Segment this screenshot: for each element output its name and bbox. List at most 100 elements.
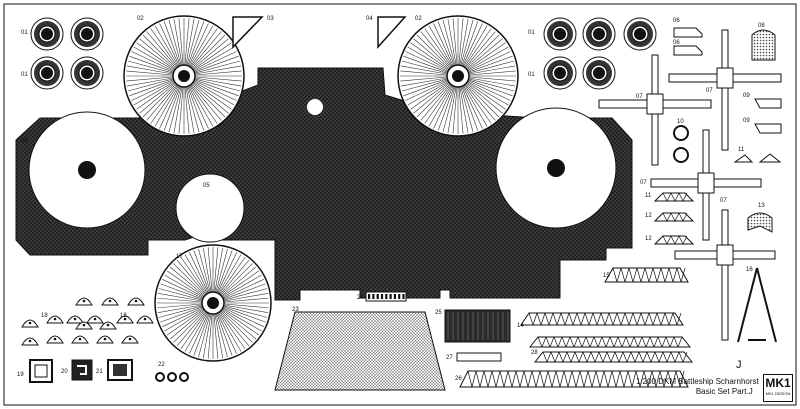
wheel-spoke: [413, 38, 451, 70]
truss-brace: [547, 370, 553, 388]
wheel-spoke: [192, 79, 237, 101]
truss-brace: [652, 312, 658, 326]
wheel-spoke: [158, 288, 204, 301]
truss-brace: [602, 351, 608, 363]
small-part-hole: [123, 317, 127, 321]
yard-parts-07: [598, 29, 782, 341]
truss-brace: [578, 351, 584, 363]
part-20-detail: [77, 365, 87, 375]
wheel-spoke: [168, 85, 182, 133]
truss-brace: [656, 312, 662, 326]
wheel-spoke: [464, 83, 496, 121]
small-part-hole: [106, 323, 110, 327]
small-part-hole: [143, 317, 147, 321]
truss-brace: [660, 312, 666, 326]
truss-brace: [645, 336, 651, 348]
wheel-spoke: [428, 25, 454, 68]
small-part-11a: [733, 154, 754, 163]
fret-border: [3, 3, 797, 406]
tooth: [368, 294, 371, 299]
wheel-spoke: [190, 34, 226, 70]
wheel-spoke: [160, 306, 204, 323]
wheel-spoke: [146, 31, 178, 69]
wheel-spoke: [158, 305, 204, 318]
truss-brace: [523, 370, 529, 388]
part-label: 15: [603, 273, 610, 279]
truss-brace: [467, 370, 473, 388]
wheel-spoke: [464, 82, 500, 118]
wheel-spoke: [400, 70, 449, 76]
truss-brace: [566, 351, 572, 363]
wheel-spoke: [126, 76, 175, 82]
wheel-spoke: [216, 311, 237, 354]
truss-brace: [671, 370, 677, 388]
grating-part-23: [274, 311, 446, 391]
wheel-spoke: [460, 19, 474, 67]
wheel-spoke: [187, 21, 205, 67]
wheel-spoke: [193, 250, 210, 294]
wheel-spoke: [169, 266, 206, 297]
truss-brace: [582, 351, 588, 363]
small-part-hole: [53, 317, 57, 321]
truss-brace: [678, 212, 684, 222]
wheel-spoke: [188, 84, 214, 127]
part-label: 10: [677, 119, 684, 125]
deck-opening-center: [175, 173, 245, 243]
truss-brace: [612, 267, 618, 283]
wheel-spoke: [401, 60, 449, 74]
truss-brace: [539, 370, 545, 388]
yard-hub: [646, 93, 664, 115]
wheel-spoke: [213, 312, 219, 359]
truss-brace: [653, 336, 659, 348]
truss-brace: [537, 336, 543, 348]
wheel-spoke: [219, 263, 253, 297]
wheel-spoke: [129, 79, 175, 97]
wheel-spoke: [464, 34, 500, 70]
truss-brace: [603, 370, 609, 388]
wheel-spoke: [166, 308, 205, 336]
part-label: 02: [415, 16, 422, 22]
wheel-spoke: [467, 77, 516, 87]
truss-frame: [653, 235, 695, 245]
wheel-spoke: [126, 65, 175, 75]
grating-part-25: [444, 309, 511, 343]
truss-brace: [654, 351, 660, 363]
wheel-spoke: [163, 21, 181, 67]
truss-brace: [595, 370, 601, 388]
wheel-spoke: [163, 85, 181, 131]
wheel-spoke: [466, 79, 511, 101]
wheel-spoke: [219, 259, 250, 296]
wheel-spoke: [221, 270, 260, 298]
wheel-spoke: [150, 84, 179, 124]
part-letter: J: [736, 359, 742, 371]
wheel-spoke: [437, 85, 455, 131]
part-label: 07: [640, 180, 647, 186]
wheel-spoke: [154, 25, 180, 68]
small-part-hole: [28, 321, 32, 325]
truss-brace: [620, 267, 626, 283]
wheel-spoke: [463, 28, 492, 68]
truss-brace: [613, 336, 619, 348]
ring-center: [81, 67, 93, 79]
wheel-spoke: [157, 292, 204, 302]
truss-brace: [674, 351, 680, 363]
small-part-11b: [758, 153, 782, 163]
wheel-spoke: [447, 18, 457, 67]
truss-brace: [633, 336, 639, 348]
wheel-spoke: [220, 266, 257, 297]
truss-brace: [663, 370, 669, 388]
part-label: 24: [357, 295, 364, 301]
truss-brace: [636, 312, 642, 326]
truss-brace: [606, 351, 612, 363]
truss-brace: [608, 312, 614, 326]
wheel-spoke: [219, 309, 253, 343]
truss-brace: [670, 192, 676, 202]
truss-brace: [670, 235, 676, 245]
truss-brace: [617, 336, 623, 348]
wheel-spoke: [193, 70, 242, 76]
truss-brace: [676, 312, 682, 326]
part-label: 06: [673, 40, 680, 46]
wheel-spoke: [180, 256, 208, 295]
truss-brace: [657, 336, 663, 348]
truss-brace: [627, 370, 633, 388]
